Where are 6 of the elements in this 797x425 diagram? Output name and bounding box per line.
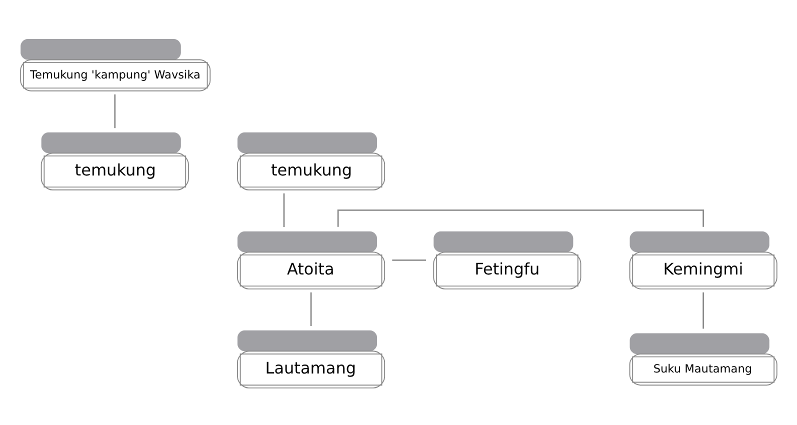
connector	[310, 292, 312, 326]
connector	[337, 208, 704, 226]
connector	[702, 292, 704, 328]
connector	[392, 258, 426, 260]
connector	[114, 94, 116, 128]
connector	[283, 192, 285, 227]
